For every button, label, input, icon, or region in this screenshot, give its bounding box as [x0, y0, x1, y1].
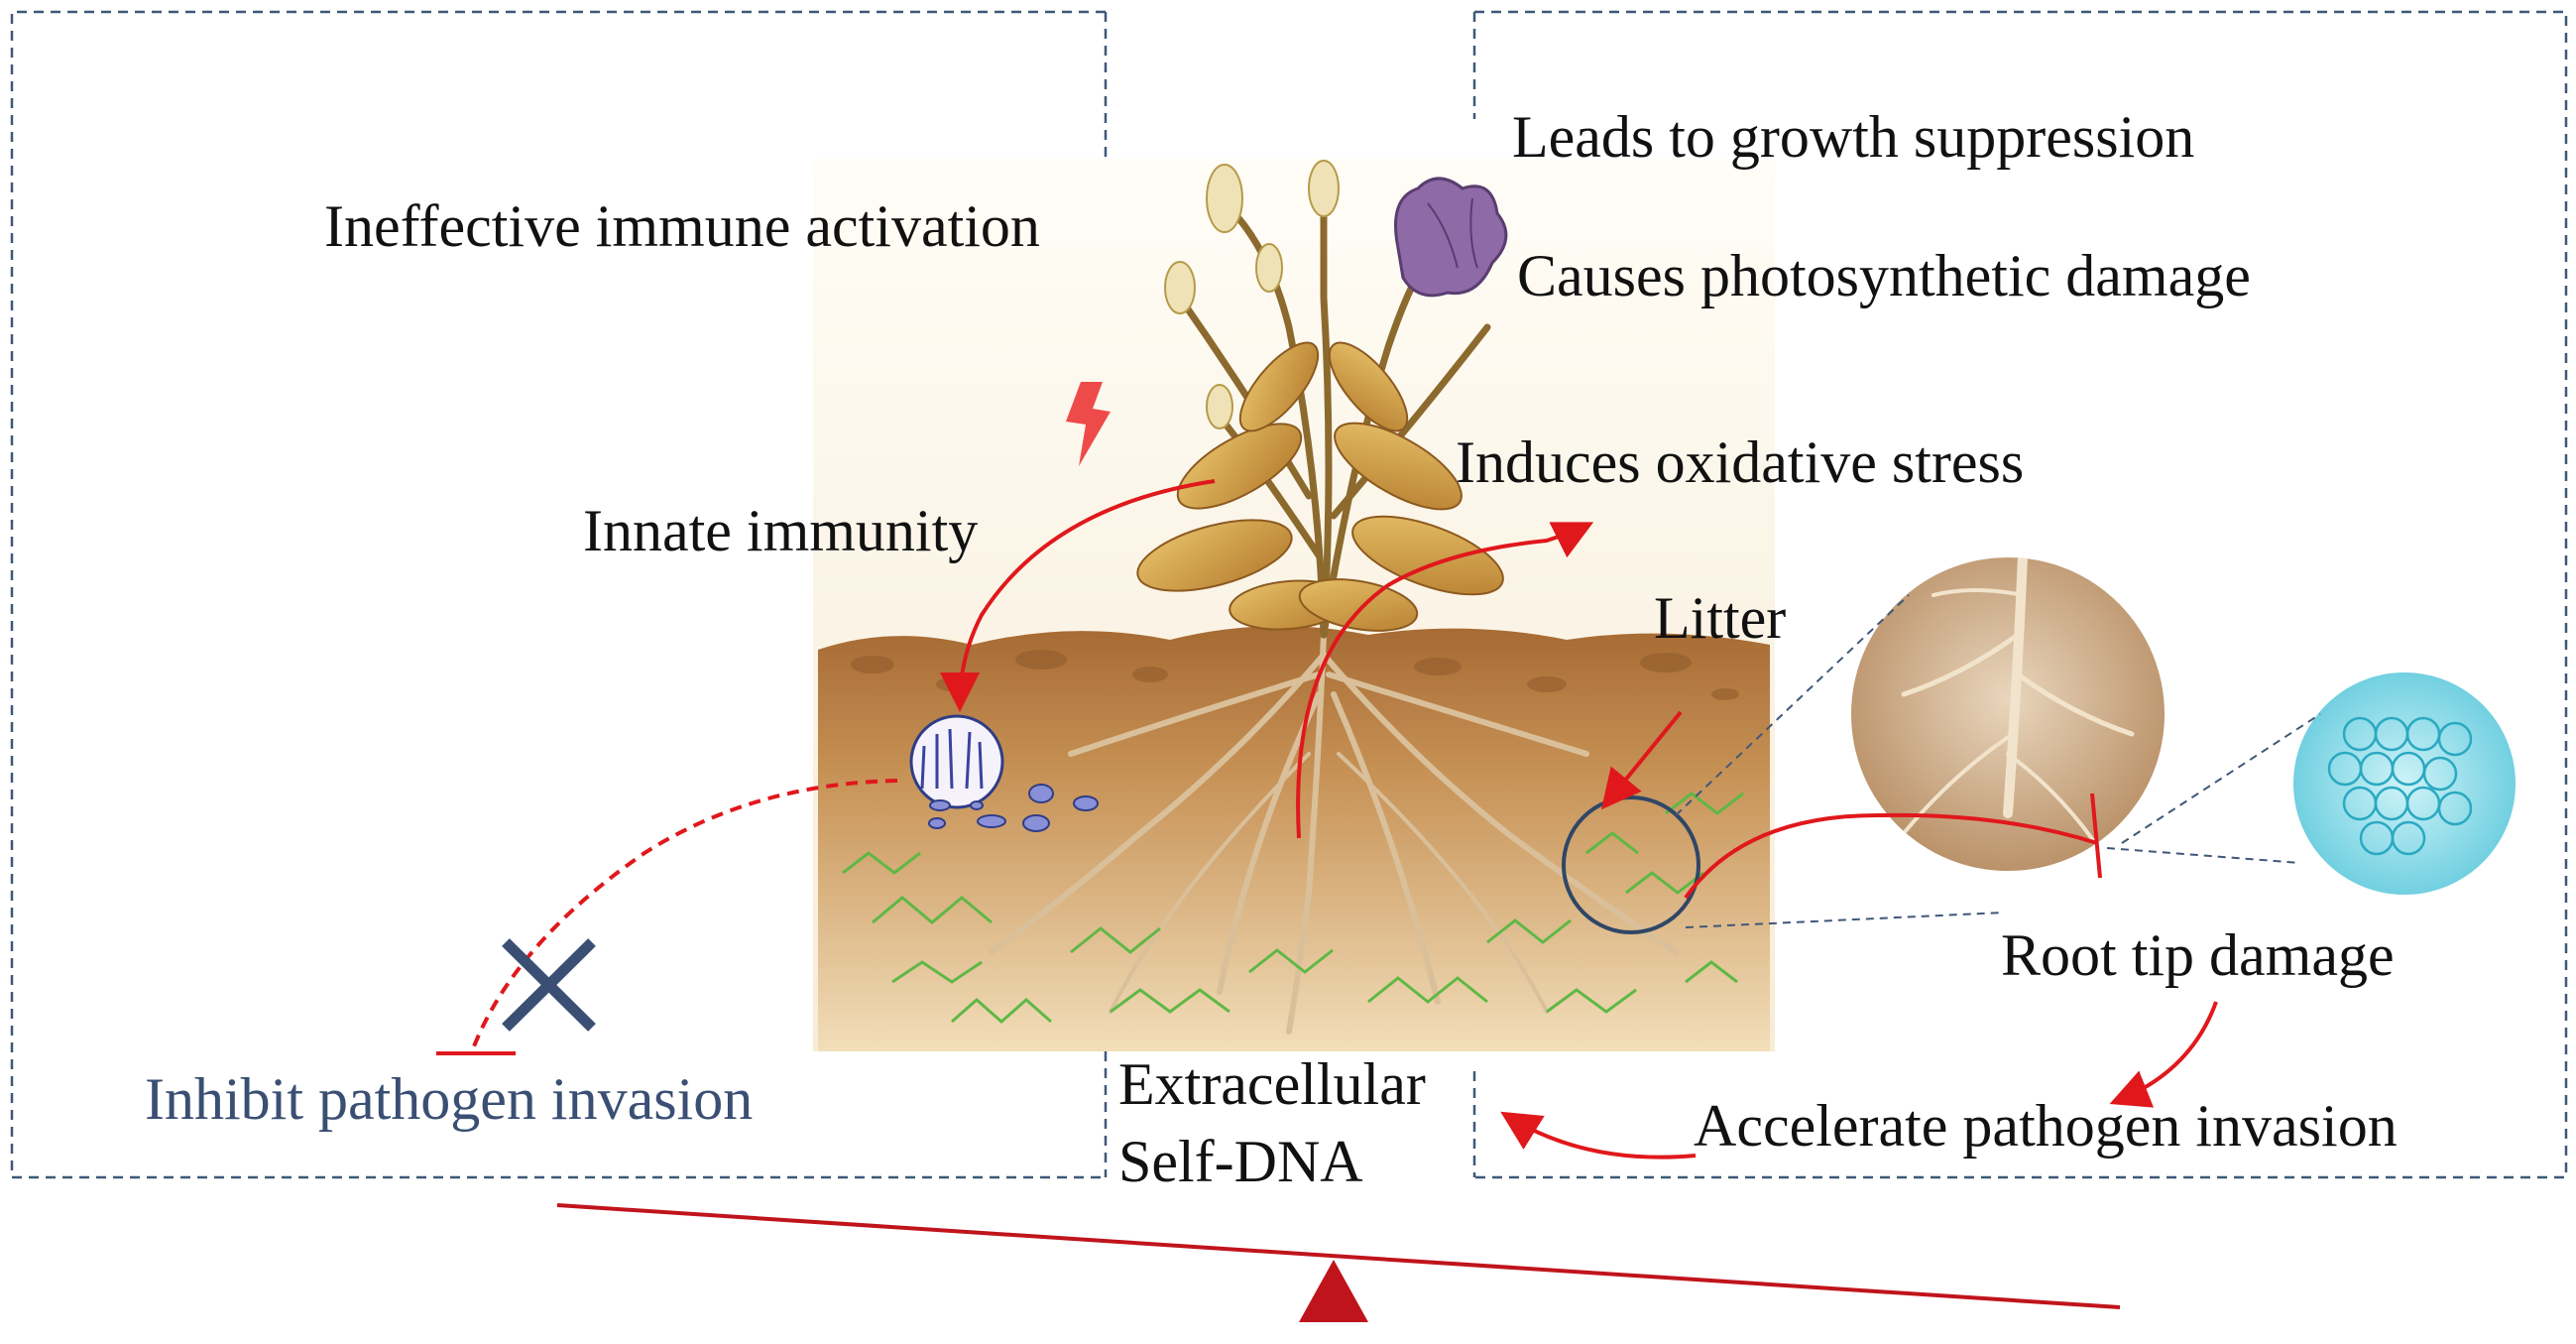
- left-panel-border: [10, 10, 1108, 1179]
- label-extracellular: Extracellular: [1118, 1051, 1426, 1117]
- red-arrows: [436, 479, 2218, 1160]
- wilted-flower: [1394, 177, 1508, 298]
- root-closeup-circle: [1851, 557, 2165, 871]
- inhibit-curve-root-tip: [1684, 812, 2098, 900]
- arrow-litter-to-circle: [1600, 710, 1683, 810]
- label-inhibit-pathogen-invasion: Inhibit pathogen invasion: [145, 1066, 754, 1132]
- arrow-innate-to-pathogen: [940, 479, 1216, 712]
- arrow-oxidative-stress: [1296, 522, 1594, 839]
- label-root-tip-damage: Root tip damage: [2001, 922, 2395, 988]
- right-panel-border: [1472, 10, 2568, 1179]
- arrow-accelerate-to-dna: [1500, 1111, 1697, 1160]
- cell-closeup-circle: [2293, 672, 2516, 895]
- label-ineffective-immune-activation: Ineffective immune activation: [324, 193, 1040, 259]
- dashed-inhibit-curve: [472, 779, 898, 1047]
- arrow-root-tip-damage-to-accelerate: [2109, 1001, 2218, 1108]
- label-photosynthetic-damage: Causes photosynthetic damage: [1517, 243, 2251, 308]
- dna-strands: [842, 792, 1744, 1024]
- pathogen-spore-cluster: [909, 714, 1099, 832]
- label-innate-immunity: Innate immunity: [583, 498, 979, 563]
- label-self-dna: Self-DNA: [1118, 1129, 1363, 1194]
- plant-leaves: [1136, 341, 1504, 632]
- root-system: [989, 632, 1679, 1035]
- label-litter: Litter: [1654, 585, 1787, 651]
- inhibit-bar-root-tip: [2090, 793, 2102, 879]
- plant-soil-illustration: [813, 159, 1775, 1051]
- fulcrum-triangle-icon: [1299, 1260, 1368, 1322]
- label-oxidative-stress: Induces oxidative stress: [1456, 429, 2025, 495]
- balance-beam: [556, 1203, 2121, 1309]
- flower-buds: [1164, 160, 1340, 429]
- label-growth-suppression: Leads to growth suppression: [1512, 104, 2195, 170]
- lightning-icon: [1066, 382, 1111, 466]
- x-mark-icon: [502, 938, 596, 1032]
- closeup-connector-lines: [1675, 594, 2321, 928]
- label-accelerate-pathogen-invasion: Accelerate pathogen invasion: [1694, 1093, 2398, 1159]
